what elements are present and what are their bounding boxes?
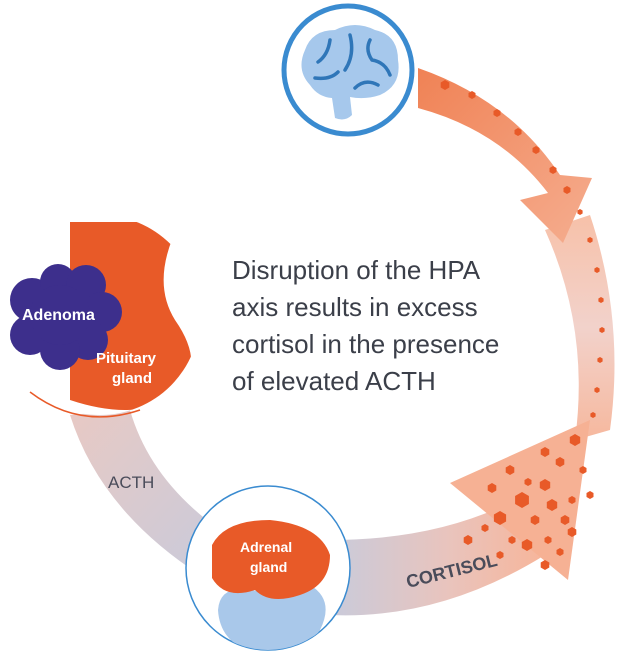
cortisol-particle xyxy=(532,146,540,154)
adrenal-label-line1: Adrenal xyxy=(240,539,292,555)
adenoma-label: Adenoma xyxy=(22,307,95,324)
cortisol-flow-band xyxy=(330,505,545,616)
acth-label: ACTH xyxy=(108,473,154,492)
cortisol-particle xyxy=(577,209,583,215)
cortisol-particle xyxy=(463,535,473,545)
cortisol-particle xyxy=(505,465,515,475)
cortisol-particle xyxy=(493,109,501,117)
cortisol-particle xyxy=(586,491,594,499)
adrenal-node xyxy=(185,485,351,651)
cortisol-particle xyxy=(540,447,550,457)
pituitary-label-line1: Pituitary xyxy=(96,350,157,367)
caption-line-4: of elevated ACTH xyxy=(232,366,436,396)
cortisol-particle xyxy=(563,186,571,194)
kidney-icon xyxy=(218,585,326,650)
cortisol-particle xyxy=(521,539,533,551)
cortisol-particle xyxy=(524,478,532,486)
brain-node xyxy=(281,3,415,137)
cortisol-particle xyxy=(549,166,557,174)
adrenal-gland-icon xyxy=(212,520,330,599)
cortisol-particle xyxy=(496,551,504,559)
cortisol-particle xyxy=(594,267,600,273)
adenoma-icon xyxy=(10,264,122,370)
cortisol-particle xyxy=(481,524,489,532)
acth-flow-band xyxy=(70,410,220,575)
cortisol-particle xyxy=(597,357,603,363)
cortisol-particle xyxy=(487,483,497,493)
adrenal-label-line2: gland xyxy=(250,559,287,575)
cortisol-particle xyxy=(544,536,552,544)
cortisol-particle xyxy=(468,91,476,99)
cortisol-particle xyxy=(440,80,450,90)
cortisol-particle xyxy=(598,297,604,303)
cortisol-particles xyxy=(440,80,605,570)
caption-line-1: Disruption of the HPA xyxy=(232,255,481,285)
caption-line-3: cortisol in the presence xyxy=(232,329,499,359)
cortisol-return-band xyxy=(545,215,615,440)
cortisol-particle xyxy=(546,499,558,511)
cortisol-particle xyxy=(508,536,516,544)
cortisol-particle xyxy=(539,479,551,491)
top-flow-band xyxy=(418,68,592,243)
cortisol-particle xyxy=(569,434,581,446)
cortisol-particle xyxy=(493,511,507,525)
pituitary-label-line2: gland xyxy=(112,370,152,387)
pituitary-gland-icon xyxy=(70,222,192,410)
cortisol-particle xyxy=(599,327,605,333)
cortisol-particle xyxy=(515,492,529,508)
cortisol-particle xyxy=(594,387,600,393)
pituitary-node xyxy=(0,215,200,418)
cortisol-particle xyxy=(560,515,570,525)
cortisol-particle xyxy=(590,412,596,418)
cortisol-particle xyxy=(579,466,587,474)
cortisol-particle xyxy=(568,496,576,504)
cortisol-particle xyxy=(567,527,577,537)
cortisol-particle xyxy=(530,515,540,525)
cortisol-particle xyxy=(555,457,565,467)
cortisol-particle xyxy=(540,560,550,570)
cortisol-particle xyxy=(514,128,522,136)
caption-line-2: axis results in excess xyxy=(232,292,478,322)
cortisol-particle xyxy=(587,237,593,243)
brain-icon xyxy=(301,25,399,120)
cortisol-particle xyxy=(556,548,564,556)
